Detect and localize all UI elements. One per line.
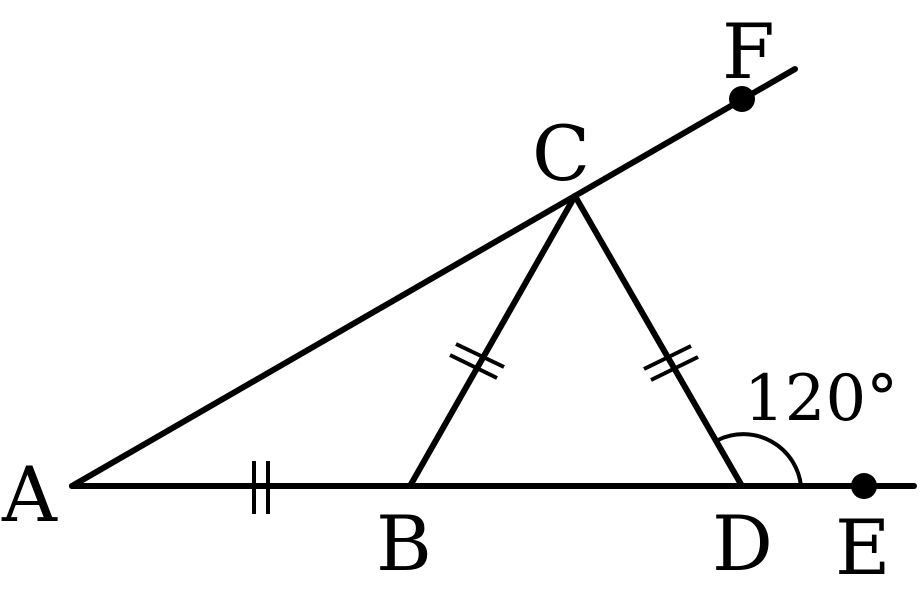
angle-label-D: 120° xyxy=(744,362,898,436)
segment-CD xyxy=(572,193,745,489)
tick-marks-CD xyxy=(643,344,699,382)
line-AF xyxy=(69,66,798,489)
tick-marks-BC xyxy=(449,342,505,380)
label-A: A xyxy=(1,450,58,539)
label-C: C xyxy=(532,109,590,198)
segment-BC xyxy=(407,193,578,489)
label-D: D xyxy=(712,499,773,588)
label-B: B xyxy=(376,499,432,588)
point-F-dot xyxy=(729,86,755,112)
label-E: E xyxy=(835,503,890,592)
tick-marks-AB xyxy=(252,461,270,514)
label-F: F xyxy=(722,7,775,96)
angle-arc-D xyxy=(717,432,803,487)
point-E-dot xyxy=(851,473,877,499)
